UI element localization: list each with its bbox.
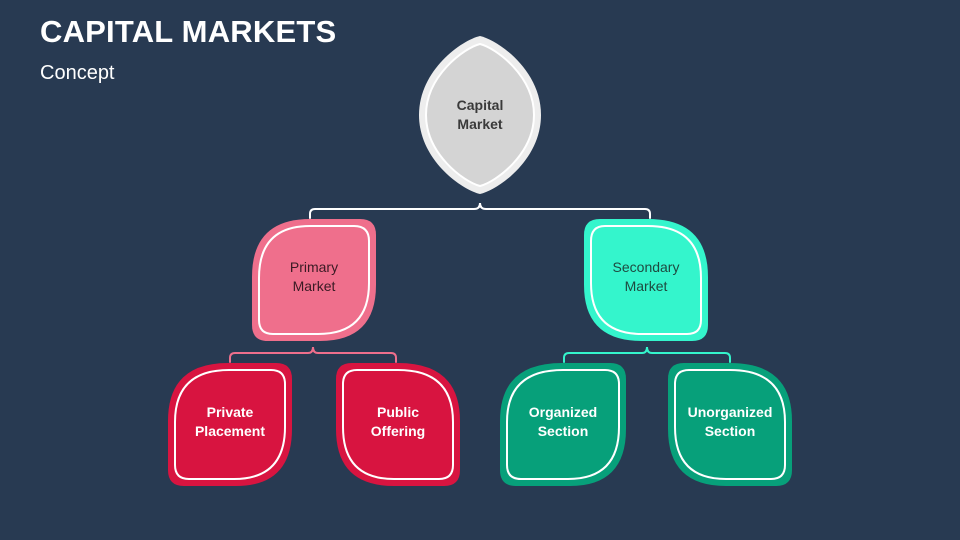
node-capital-market [419,36,541,194]
slide-title: CAPITAL MARKETS [40,14,337,49]
node-public-offering [336,363,460,486]
node-primary-market [252,219,376,341]
node-organized-section [500,363,626,486]
slide-subtitle: Concept [40,62,115,84]
label-organized-section: Organized Section [528,404,598,439]
connector-secondary-to-children [563,346,731,363]
label-secondary-market: Secondary Market [612,259,680,294]
connector-root-to-level2 [309,202,651,219]
node-secondary-market [584,219,708,341]
node-unorganized-section [668,363,792,486]
node-private-placement [168,363,292,486]
label-public-offering: Public Offering [370,404,426,439]
label-unorganized-section: Unorganized Section [687,404,773,439]
label-private-placement: Private Placement [194,404,266,439]
label-primary-market: Primary Market [289,259,339,294]
label-capital-market: Capital Market [456,97,504,132]
connector-primary-to-children [229,346,397,363]
